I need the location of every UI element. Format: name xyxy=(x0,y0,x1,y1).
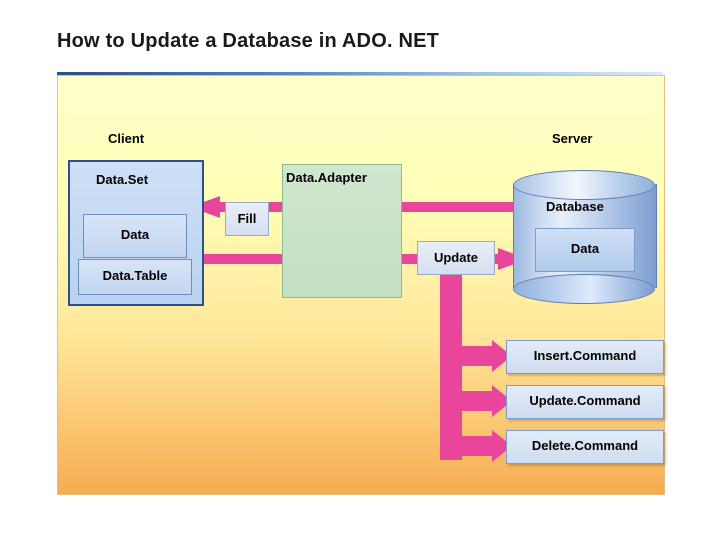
server-label: Server xyxy=(552,131,593,146)
cylinder-top-ellipse xyxy=(513,170,655,200)
database-cylinder: Data xyxy=(513,170,657,304)
dataset-label: Data.Set xyxy=(96,172,149,187)
cylinder-bottom-ellipse xyxy=(513,274,655,304)
delete-command-label: Delete.Command xyxy=(531,438,639,453)
client-label: Client xyxy=(108,131,145,146)
dataadapter-label: Data.Adapter xyxy=(286,170,367,185)
update-command-label: Update.Command xyxy=(529,393,641,408)
insert-command-label: Insert.Command xyxy=(533,348,637,363)
datatable-label: Data.Table xyxy=(102,268,168,283)
title-underline-bar xyxy=(57,72,663,76)
fill-label: Fill xyxy=(237,211,257,226)
delete-command-box: Delete.Command xyxy=(506,430,664,464)
insert-command-box: Insert.Command xyxy=(506,340,664,374)
update-box: Update xyxy=(417,241,495,275)
database-label: Database xyxy=(546,199,604,214)
page-title: How to Update a Database in ADO. NET xyxy=(57,30,440,52)
command-arrows xyxy=(440,270,512,462)
fill-box: Fill xyxy=(225,202,269,236)
dataadapter-box xyxy=(282,164,402,298)
update-command-box: Update.Command xyxy=(506,385,664,419)
database-data-box: Data xyxy=(535,228,635,272)
update-label: Update xyxy=(433,250,479,265)
datatable-box: Data.Table xyxy=(78,259,192,295)
database-data-label: Data xyxy=(570,241,600,256)
data-label: Data xyxy=(120,227,150,242)
data-box: Data xyxy=(83,214,187,258)
